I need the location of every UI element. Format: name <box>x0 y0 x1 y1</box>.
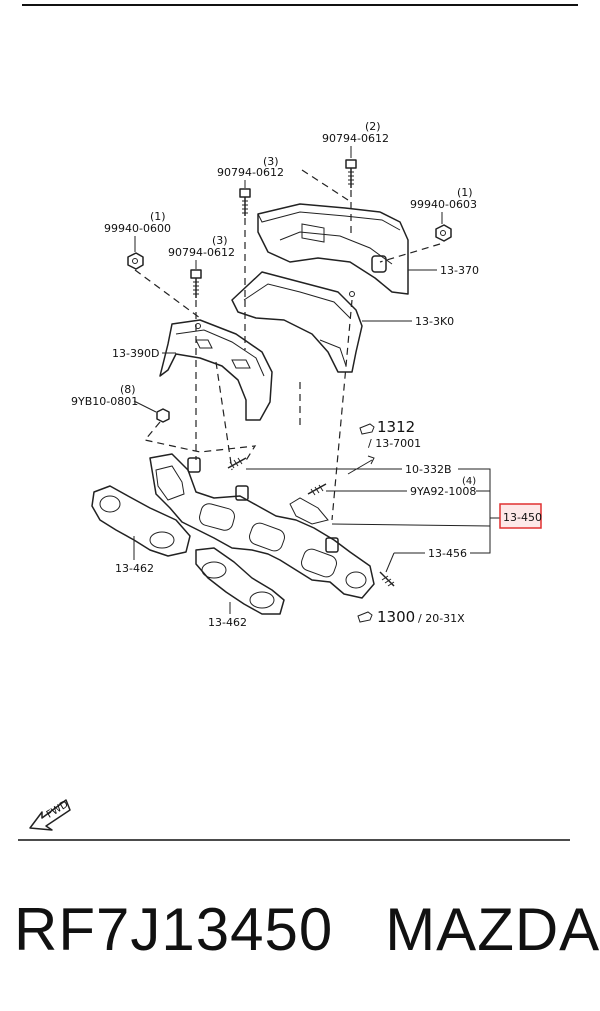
stud-2-qty: (4) <box>462 476 476 487</box>
ref-13-7001: / 13-7001 <box>368 437 421 450</box>
small-nut-label: 9YB10-0801 <box>71 395 138 408</box>
fwd-arrow-icon: FWD <box>29 799 71 831</box>
ref-20-31x: / 20-31X <box>418 612 465 625</box>
nut-right-icon <box>435 224 452 242</box>
bolt-left-qty: (3) <box>263 155 279 168</box>
ref-1300: 1300 <box>377 608 415 626</box>
label-10-332b: 10-332B <box>405 463 452 476</box>
gasket-right <box>195 547 285 615</box>
footer-caption: RF7J13450 MAZDA <box>14 895 600 964</box>
nut-right-label: 99940-0603 <box>410 198 477 211</box>
bolt-mid-qty: (3) <box>212 234 228 247</box>
bolt-left-label: 90794-0612 <box>217 166 284 179</box>
label-9ya92-1008: 9YA92-1008 <box>410 485 476 498</box>
hand-pointer-icon <box>359 423 375 435</box>
nut-left-icon <box>127 252 144 270</box>
nut-right-qty: (1) <box>457 186 473 199</box>
assembly-dashed-lines <box>134 169 441 521</box>
manifold-highlight-box <box>499 503 542 529</box>
label-13-462-right: 13-462 <box>208 616 247 629</box>
stud-9ya92-1008-icon <box>307 483 327 496</box>
stud-10-332b-icon <box>227 457 247 469</box>
part-number: RF7J13450 <box>14 896 334 963</box>
label-13-450: 13-450 <box>503 511 542 524</box>
stud-13-456-icon <box>379 571 395 587</box>
brand-name: MAZDA <box>385 896 600 963</box>
bolt-left-icon <box>239 188 251 216</box>
upper-heat-insulator <box>257 203 409 295</box>
nut-left-qty: (1) <box>150 210 166 223</box>
bolt-top-label: 90794-0612 <box>322 132 389 145</box>
ref-1312: 1312 <box>377 418 415 436</box>
small-nut-icon <box>156 408 170 423</box>
label-13-390d: 13-390D <box>112 347 159 360</box>
mid-heat-insulator <box>231 271 363 373</box>
gasket-left <box>91 485 191 557</box>
label-13-462-left: 13-462 <box>115 562 154 575</box>
exhaust-manifold <box>149 453 375 599</box>
small-nut-qty: (8) <box>120 383 136 396</box>
bolt-mid-label: 90794-0612 <box>168 246 235 259</box>
nut-left-label: 99940-0600 <box>104 222 171 235</box>
bolt-mid-icon <box>190 269 202 298</box>
lower-heat-insulator <box>159 319 273 421</box>
bolt-top-qty: (2) <box>365 120 381 133</box>
label-13-3k0: 13-3K0 <box>415 315 454 328</box>
label-13-456: 13-456 <box>428 547 467 560</box>
label-bracket <box>458 468 491 554</box>
bolt-top-icon <box>345 159 357 188</box>
label-13-370: 13-370 <box>440 264 479 277</box>
hand-pointer-icon-2 <box>357 611 373 623</box>
